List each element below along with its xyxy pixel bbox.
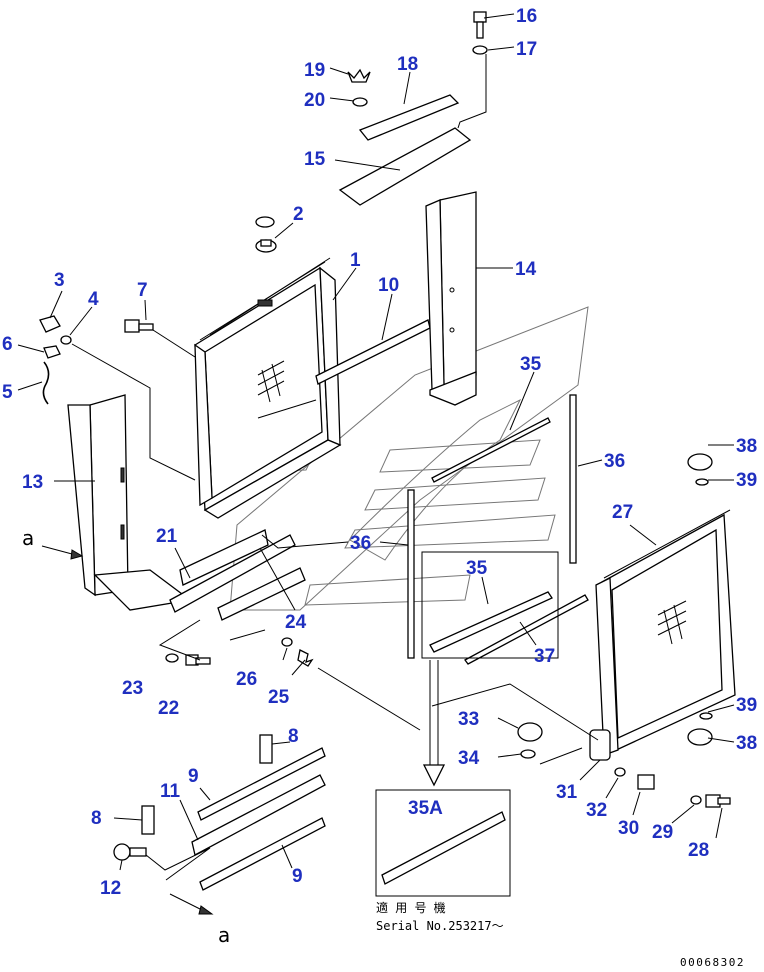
callout-33: 33 — [458, 709, 479, 730]
callout-labels: 16 17 19 18 20 15 2 1 14 3 7 10 4 6 35 5… — [2, 6, 757, 899]
callout-38-bottom: 38 — [736, 733, 757, 754]
callout-5: 5 — [2, 382, 13, 403]
callout-31: 31 — [556, 782, 578, 803]
seal-strip-35A — [381, 811, 506, 885]
callout-18: 18 — [397, 54, 418, 75]
callout-24: 24 — [285, 612, 307, 633]
callout-12: 12 — [100, 878, 121, 899]
callout-27: 27 — [612, 502, 633, 523]
leader-lines — [17, 13, 735, 881]
callout-39-bottom: 39 — [736, 695, 757, 716]
callout-16: 16 — [516, 6, 537, 27]
callout-36-center: 36 — [350, 533, 371, 554]
callout-8-left: 8 — [91, 808, 102, 829]
callout-11: 11 — [160, 781, 181, 802]
callout-30: 30 — [618, 818, 639, 839]
callout-39-top: 39 — [736, 470, 757, 491]
view-marker-a-bottom: a — [218, 923, 230, 947]
radiator-assembly — [194, 216, 342, 519]
callout-8-top: 8 — [288, 726, 299, 747]
callout-15: 15 — [304, 149, 326, 170]
applicable-machine-label: 適 用 号 機 — [376, 900, 446, 915]
callout-25: 25 — [268, 687, 290, 708]
callout-2: 2 — [293, 204, 304, 225]
callout-35-top: 35 — [520, 354, 542, 375]
callout-9-bottom: 9 — [292, 866, 303, 887]
callout-35A: 35A — [408, 798, 443, 819]
callout-32: 32 — [586, 800, 607, 821]
callout-3: 3 — [54, 270, 65, 291]
view-marker-a-top: a — [22, 526, 34, 550]
callout-9-top: 9 — [188, 766, 199, 787]
top-plates — [338, 94, 472, 206]
view-arrows — [41, 545, 214, 915]
callout-26: 26 — [236, 669, 257, 690]
callout-38-top: 38 — [736, 436, 757, 457]
lower-seals — [169, 529, 306, 621]
callout-13: 13 — [22, 472, 43, 493]
hardware — [39, 11, 731, 891]
serial-label: Serial No.253217～ — [376, 919, 504, 933]
radiator-cap — [255, 239, 277, 253]
callout-4: 4 — [88, 289, 99, 310]
oil-cooler-27 — [589, 509, 736, 761]
callout-29: 29 — [652, 822, 673, 843]
callout-1: 1 — [350, 250, 361, 271]
callout-17: 17 — [516, 39, 537, 60]
callout-10: 10 — [378, 275, 399, 296]
callout-35-inset: 35 — [466, 558, 488, 579]
callout-28: 28 — [688, 840, 709, 861]
callout-19: 19 — [304, 60, 325, 81]
side-bracket-14 — [425, 191, 477, 406]
callout-20: 20 — [304, 90, 325, 111]
callout-22: 22 — [158, 698, 179, 719]
callout-21: 21 — [156, 526, 178, 547]
callout-36-right: 36 — [604, 451, 625, 472]
detail-box-35A — [375, 789, 511, 897]
callout-37: 37 — [534, 646, 555, 667]
side-bracket-13 — [67, 394, 192, 611]
callout-23: 23 — [122, 678, 143, 699]
drawing-number: 00068302 — [680, 956, 745, 969]
detail-box-35 — [421, 551, 559, 659]
detail-arrow — [422, 660, 446, 787]
callout-7: 7 — [137, 280, 148, 301]
callout-6: 6 — [2, 334, 13, 355]
callout-14: 14 — [515, 259, 537, 280]
seal-strips — [407, 394, 589, 665]
callout-34: 34 — [458, 748, 480, 769]
